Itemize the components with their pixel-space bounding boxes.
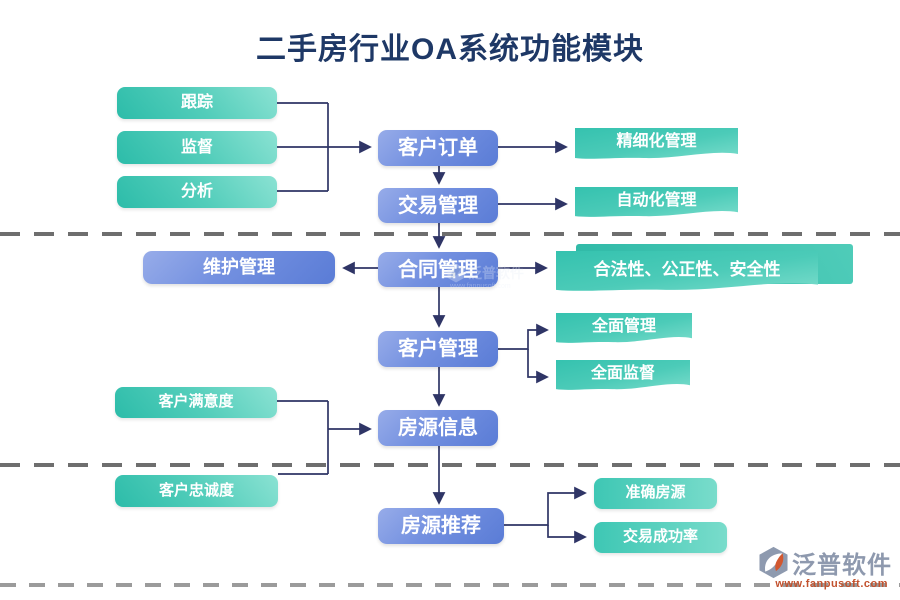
node-full-mgmt-label: 全面管理	[591, 317, 656, 335]
wave-shape	[556, 360, 690, 390]
section-divider-2	[0, 463, 900, 467]
node-housing-info: 房源信息	[378, 410, 498, 446]
wave-shape	[575, 128, 738, 159]
node-customer-order: 客户订单	[378, 130, 498, 166]
node-accurate-housing: 准确房源	[594, 478, 717, 509]
page-title: 二手房行业OA系统功能模块	[256, 33, 644, 66]
node-contract-mgmt: 合同管理	[378, 252, 498, 287]
node-full-mgmt: 全面管理	[556, 313, 692, 346]
node-supervision: 监督	[117, 131, 277, 164]
section-divider-bottom	[0, 583, 900, 587]
node-transaction-success: 交易成功率	[594, 522, 727, 553]
brand-name: 泛普软件	[792, 552, 892, 579]
node-automated-mgmt-label: 自动化管理	[616, 191, 697, 209]
node-refined-mgmt-label: 精细化管理	[616, 133, 697, 151]
fanpu-logo-icon	[759, 546, 788, 579]
node-full-supervision-label: 全面监督	[590, 364, 655, 382]
node-transaction-mgmt: 交易管理	[378, 188, 498, 223]
section-divider-1	[0, 232, 900, 236]
node-legality: 合法性、公正性、安全性	[556, 251, 818, 295]
node-analysis: 分析	[117, 176, 277, 208]
wave-shape	[556, 313, 692, 343]
node-refined-mgmt: 精细化管理	[575, 128, 738, 162]
node-customer-satisfaction: 客户满意度	[115, 387, 277, 418]
node-customer-mgmt: 客户管理	[378, 331, 498, 367]
node-maintenance-mgmt: 维护管理	[143, 251, 335, 284]
wave-shape	[556, 251, 818, 291]
node-housing-recommend: 房源推荐	[378, 508, 504, 544]
node-automated-mgmt: 自动化管理	[575, 187, 738, 220]
wave-shape	[575, 187, 738, 217]
brand-logo: 泛普软件 www.fanpusoft.com	[742, 545, 892, 590]
node-customer-loyalty: 客户忠诚度	[115, 475, 278, 507]
node-tracking: 跟踪	[117, 87, 277, 119]
brand-url: www.fanpusoft.com	[775, 578, 888, 590]
node-full-supervision: 全面监督	[556, 360, 690, 393]
node-legality-label: 合法性、公正性、安全性	[593, 259, 781, 279]
